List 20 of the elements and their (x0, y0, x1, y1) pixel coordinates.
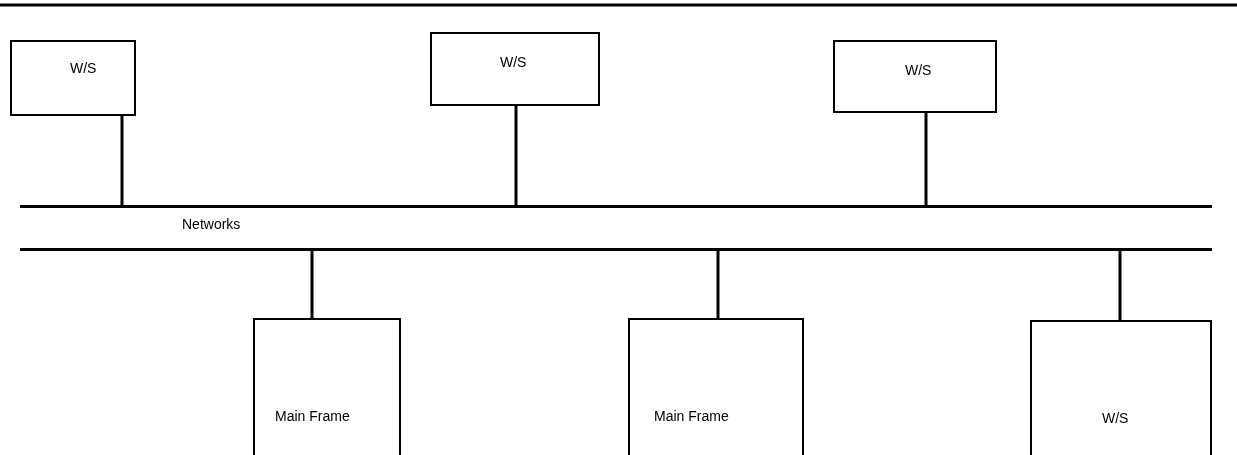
node-label: W/S (1102, 410, 1129, 426)
node-label: W/S (500, 54, 527, 70)
computer-box (253, 318, 401, 455)
computer-box (628, 318, 804, 455)
connector-line (1118, 251, 1122, 320)
bus-label: Networks (182, 216, 241, 232)
connector-line (120, 116, 124, 205)
connector-line (924, 113, 928, 205)
computer-box (10, 40, 136, 116)
node-label: Main Frame (654, 408, 729, 424)
computer-box (833, 40, 997, 113)
node-label: W/S (905, 62, 932, 78)
connector-line (310, 251, 314, 318)
network-bus (20, 205, 1212, 251)
node-label: Main Frame (275, 408, 350, 424)
connector-line (716, 251, 720, 318)
computer-box (430, 32, 600, 106)
computer-box (1030, 320, 1212, 455)
node-label: W/S (70, 60, 97, 76)
connector-line (514, 106, 518, 205)
